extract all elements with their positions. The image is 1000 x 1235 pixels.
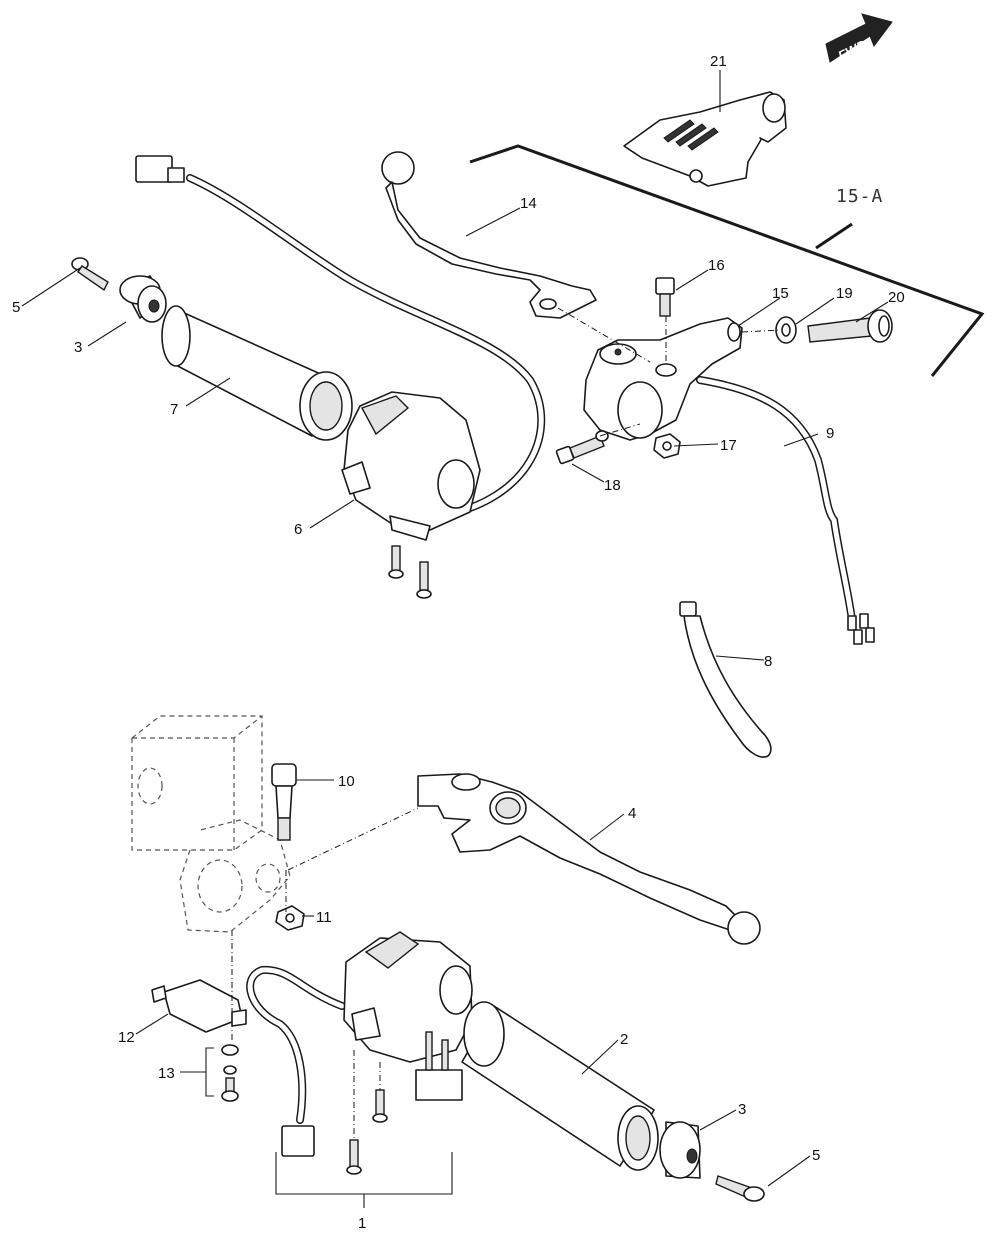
throttle-grip xyxy=(461,1001,659,1171)
callout-11: 11 xyxy=(316,909,332,926)
subassembly-frame: 15-A xyxy=(469,144,985,377)
end-screw-upper xyxy=(71,257,109,292)
grip-end-lower xyxy=(659,1121,701,1179)
callout-5-lower: 5 xyxy=(812,1147,820,1164)
fwd-arrow: FWD xyxy=(825,13,893,63)
callout-5-upper: 5 xyxy=(12,299,20,316)
brake-lever xyxy=(417,773,761,945)
callout-16: 16 xyxy=(708,257,725,274)
callout-19: 19 xyxy=(836,285,853,302)
lever-pivot-bolt xyxy=(271,763,297,841)
callout-21: 21 xyxy=(710,53,727,70)
callout-10: 10 xyxy=(338,773,355,790)
callout-14: 14 xyxy=(520,195,537,212)
callout-3-upper: 3 xyxy=(74,339,82,356)
callout-9: 9 xyxy=(826,425,834,442)
callout-3-lower: 3 xyxy=(738,1101,746,1118)
wire-band xyxy=(679,601,772,758)
screw-set-bracket xyxy=(180,1047,214,1097)
clutch-lever xyxy=(381,151,597,319)
callout-20: 20 xyxy=(888,289,905,306)
section-label: 15-A xyxy=(836,186,883,207)
right-switch-assembly xyxy=(246,931,473,1175)
left-switch-assembly xyxy=(135,155,546,599)
switch-screw-set xyxy=(221,1044,239,1102)
pivot-nut xyxy=(653,433,681,459)
callout-6: 6 xyxy=(294,521,302,538)
callout-4: 4 xyxy=(628,805,636,822)
alignment-line-lower xyxy=(231,807,419,1140)
callout-7: 7 xyxy=(170,401,178,418)
left-grip xyxy=(161,305,353,441)
callout-1: 1 xyxy=(358,1215,366,1232)
callout-labels: 5 3 7 6 14 16 15 19 20 21 17 18 9 8 10 4… xyxy=(12,53,905,1232)
clamp-screw xyxy=(555,430,609,465)
lever-cover xyxy=(623,91,787,187)
callout-13: 13 xyxy=(158,1065,175,1082)
group-bracket xyxy=(275,1152,453,1208)
alignment-line-upper xyxy=(557,307,781,437)
callout-15: 15 xyxy=(772,285,789,302)
callout-8: 8 xyxy=(764,653,772,670)
callout-2: 2 xyxy=(620,1031,628,1048)
lever-pivot-nut xyxy=(275,905,305,931)
callout-12: 12 xyxy=(118,1029,135,1046)
adjuster-locknut xyxy=(775,316,797,344)
lever-holder xyxy=(583,317,743,441)
brake-light-switch xyxy=(151,979,247,1033)
callout-18: 18 xyxy=(604,477,621,494)
pivot-bolt xyxy=(655,277,675,317)
cable-adjuster xyxy=(807,309,893,343)
clutch-switch-wire xyxy=(696,376,875,645)
leader-lines xyxy=(21,70,889,1187)
callout-17: 17 xyxy=(720,437,737,454)
end-screw-lower xyxy=(715,1175,765,1202)
master-cylinder-phantom xyxy=(131,715,291,933)
grip-end-upper xyxy=(119,275,167,323)
